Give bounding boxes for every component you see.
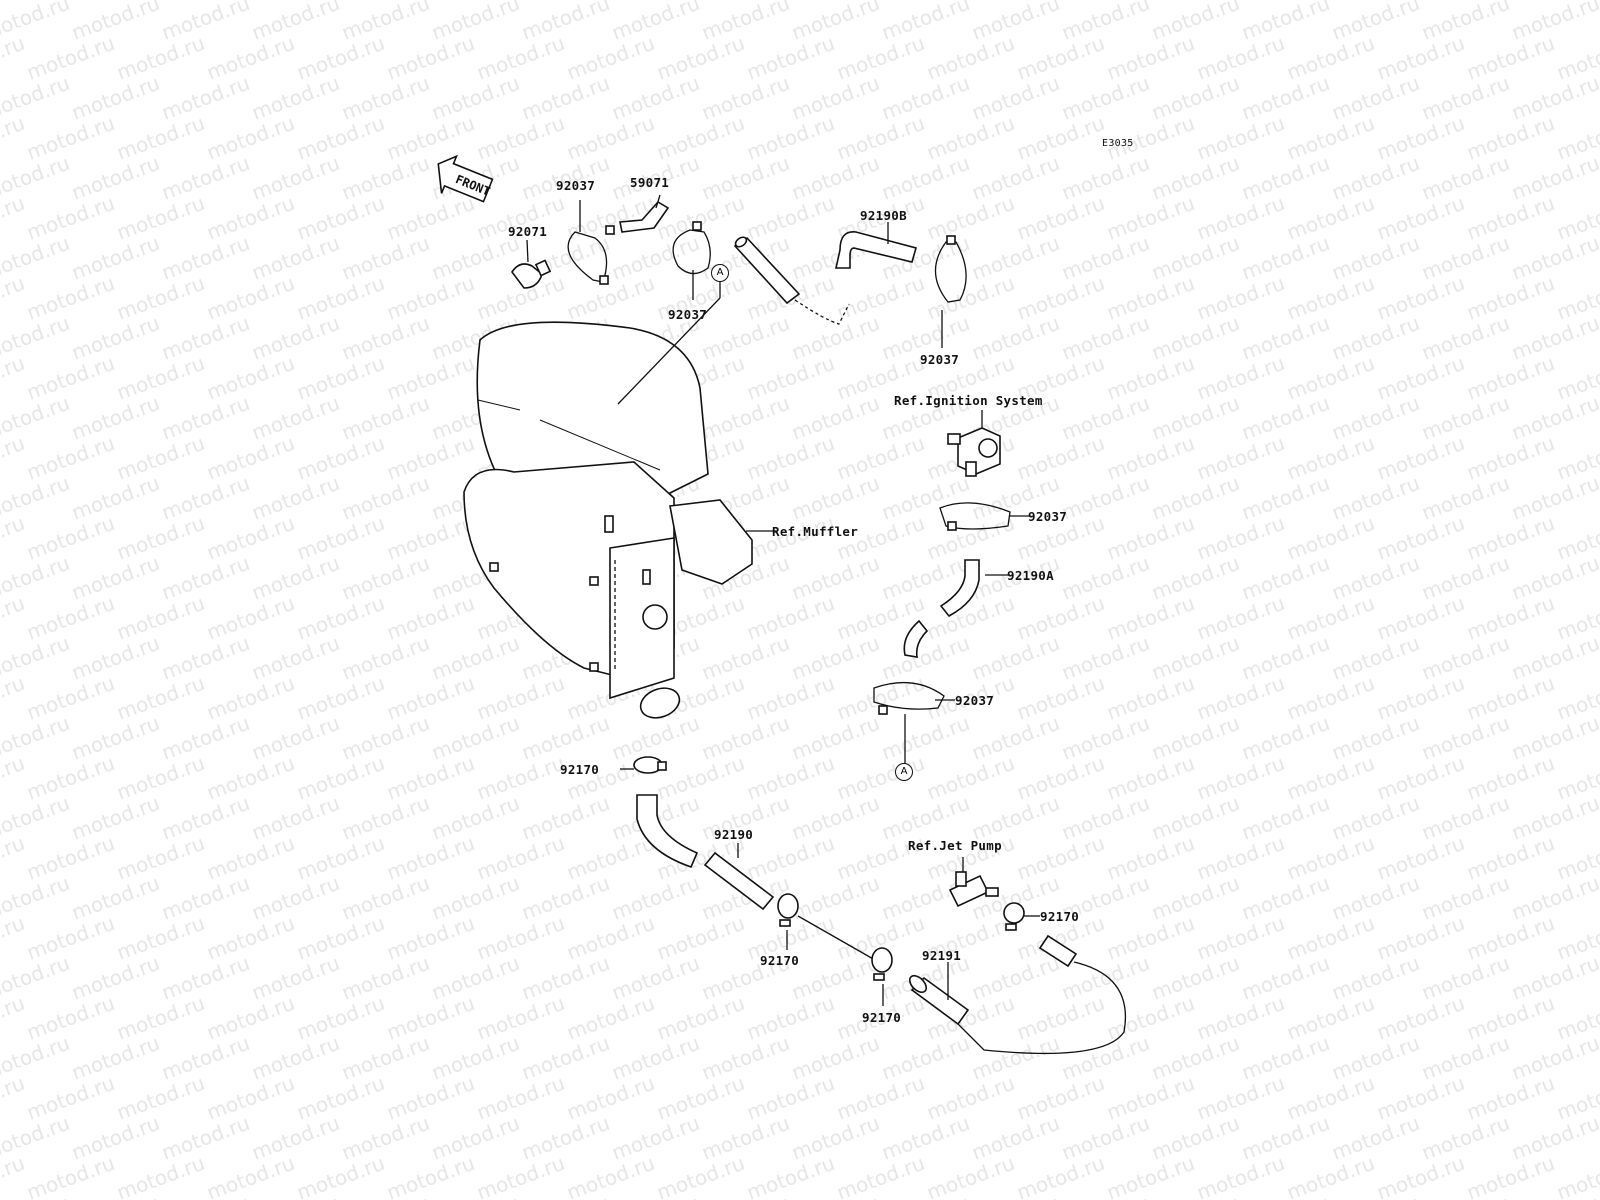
- hose-92190-icon: [636, 794, 775, 911]
- label-92170-a: 92170: [560, 762, 600, 777]
- hose-92190B-icon: [835, 222, 917, 269]
- hose-92191-icon: [908, 934, 1126, 1055]
- clamp-92170-d-icon: [1003, 902, 1040, 931]
- cap-92071-icon: [511, 239, 552, 289]
- label-92170-b: 92170: [760, 953, 800, 968]
- clamp-92037-b-icon: [672, 221, 711, 300]
- label-92071: 92071: [508, 224, 548, 239]
- clamp-92170-a-icon: [620, 756, 667, 774]
- marker-a-bottom: A: [895, 763, 913, 781]
- clamp-92170-c-icon: [871, 947, 893, 1006]
- clamp-92037-a-icon: [567, 200, 615, 285]
- clamp-92170-b-icon: [777, 893, 876, 961]
- label-92037-d: 92037: [1028, 509, 1068, 524]
- hose-92190A-icon: [903, 559, 1010, 658]
- ref-jet-pump: Ref.Jet Pump: [908, 838, 1002, 853]
- label-92191: 92191: [922, 948, 962, 963]
- ref-muffler: Ref.Muffler: [772, 524, 859, 539]
- label-92170-d: 92170: [1040, 909, 1080, 924]
- label-92037-b: 92037: [668, 307, 708, 322]
- label-92037-c: 92037: [920, 352, 960, 367]
- label-92190: 92190: [714, 827, 754, 842]
- hose-straight-icon: [733, 236, 850, 325]
- label-92170-c: 92170: [862, 1010, 902, 1025]
- muffler-body-icon: [463, 321, 753, 719]
- clamp-92037-d-icon: [939, 502, 1030, 531]
- label-92190A: 92190A: [1007, 568, 1054, 583]
- front-arrow-icon: FRONT: [437, 154, 494, 203]
- label-92037-a: 92037: [556, 178, 596, 193]
- clamp-92037-c-icon: [934, 235, 967, 348]
- hose-59071-icon: [619, 194, 670, 233]
- label-92190B: 92190B: [860, 208, 907, 223]
- label-59071: 59071: [630, 175, 670, 190]
- diagram-code: E3035: [1102, 138, 1134, 149]
- label-92037-e: 92037: [955, 693, 995, 708]
- ref-ignition-system: Ref.Ignition System: [894, 393, 1043, 408]
- ignition-fitting-icon: [947, 410, 1001, 477]
- marker-a-top: A: [711, 264, 729, 282]
- marker-a-top-leader: [617, 282, 721, 405]
- clamp-92037-e-icon: [873, 682, 955, 760]
- jet-pump-fitting-icon: [948, 857, 999, 908]
